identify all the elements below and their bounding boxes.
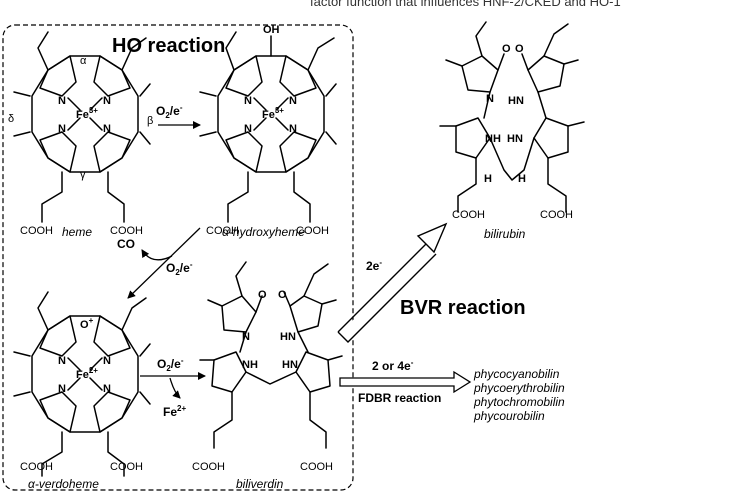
fe-release-curl	[169, 377, 181, 399]
fdbr-product-2: phycoerythrobilin	[473, 381, 565, 395]
header-cut-text: factor function that influences HNF-2/CK…	[310, 0, 621, 9]
verdoheme-fe: Fe2+	[76, 366, 98, 381]
biliverdin-cooh-left: COOH	[192, 461, 225, 473]
ho-reaction-title: HO reaction	[112, 35, 225, 57]
verdoheme-n-2: N	[103, 355, 111, 367]
heme-meso-delta: δ	[8, 113, 14, 125]
heme-n-1: N	[58, 95, 66, 107]
fdbr-product-1: phycocyanobilin	[473, 367, 560, 381]
hydroxyheme-cooh-left: COOH	[206, 225, 239, 237]
ho-reaction-box	[2, 24, 354, 491]
bilirubin-hn-top: HN	[508, 95, 524, 107]
bilirubin-nh-bottom: NH	[485, 133, 501, 145]
step2-reagent: O2/e-	[166, 260, 193, 277]
biliverdin-n: N	[242, 331, 250, 343]
fdbr-title: FDBR reaction	[358, 391, 441, 405]
heme-cooh-left: COOH	[20, 225, 53, 237]
biliverdin-nh-bottom: NH	[242, 359, 258, 371]
verdoheme-structure	[13, 291, 151, 477]
heme-fe: Fe3+	[76, 106, 98, 121]
co-release-curl	[141, 249, 173, 261]
heme-n-3: N	[58, 123, 66, 135]
bilirubin-cooh-left: COOH	[452, 209, 485, 221]
bilirubin-structure	[439, 21, 585, 213]
hydroxyheme-n-4: N	[289, 123, 297, 135]
bilirubin-carbonyl-right: O	[515, 43, 524, 55]
co-label: CO	[117, 237, 135, 251]
bilirubin-cooh-right: COOH	[540, 209, 573, 221]
step1-reagent: O2/e-	[156, 103, 183, 120]
biliverdin-hn-top: HN	[280, 331, 296, 343]
hydroxyheme-name: α-hydroxyheme	[222, 225, 305, 239]
fdbr-product-4: phycourobilin	[473, 409, 545, 423]
fdbr-electrons: 2 or 4e-	[372, 358, 414, 373]
fdbr-arrow	[339, 370, 472, 394]
verdoheme-name: α-verdoheme	[28, 477, 99, 491]
biliverdin-carbonyl-right: O	[278, 289, 287, 301]
heme-meso-gamma: γ	[80, 169, 86, 181]
heme-n-2: N	[103, 95, 111, 107]
heme-n-4: N	[103, 123, 111, 135]
step2-arrow	[127, 227, 201, 299]
heme-meso-alpha: α	[80, 55, 87, 67]
bilirubin-name: bilirubin	[484, 227, 526, 241]
bilirubin-h-right: H	[518, 173, 526, 185]
bilirubin-hn-bottom: HN	[507, 133, 523, 145]
heme-cooh-right: COOH	[110, 225, 143, 237]
bvr-arrow	[337, 222, 448, 343]
verdoheme-cooh-right: COOH	[110, 461, 143, 473]
biliverdin-carbonyl-left: O	[258, 289, 267, 301]
hydroxyheme-n-3: N	[244, 123, 252, 135]
hydroxyheme-cooh-right: COOH	[296, 225, 329, 237]
bilirubin-n: N	[486, 93, 494, 105]
step3-reagent: O2/e-	[157, 356, 184, 373]
verdoheme-n-3: N	[58, 383, 66, 395]
verdoheme-oxygen: O+	[80, 316, 94, 331]
hydroxyheme-oh: OH	[263, 24, 280, 36]
fdbr-product-3: phytochromobilin	[473, 395, 565, 409]
bilirubin-h-left: H	[484, 173, 492, 185]
verdoheme-n-4: N	[103, 383, 111, 395]
bilirubin-carbonyl-left: O	[502, 43, 511, 55]
heme-name: heme	[62, 225, 92, 239]
hydroxyheme-fe: Fe3+	[262, 106, 284, 121]
heme-structure	[13, 31, 151, 223]
bvr-electrons: 2e-	[366, 258, 382, 273]
hydroxyheme-structure	[199, 31, 337, 223]
hydroxyheme-n-2: N	[289, 95, 297, 107]
bvr-title: BVR reaction	[400, 297, 526, 319]
biliverdin-name: biliverdin	[236, 477, 284, 491]
hydroxyheme-n-1: N	[244, 95, 252, 107]
heme-meso-beta: β	[147, 115, 153, 127]
fe2-label: Fe2+	[163, 404, 186, 419]
biliverdin-structure	[199, 261, 343, 449]
verdoheme-n-1: N	[58, 355, 66, 367]
biliverdin-hn-bottom: HN	[282, 359, 298, 371]
verdoheme-cooh-left: COOH	[20, 461, 53, 473]
biliverdin-cooh-right: COOH	[300, 461, 333, 473]
